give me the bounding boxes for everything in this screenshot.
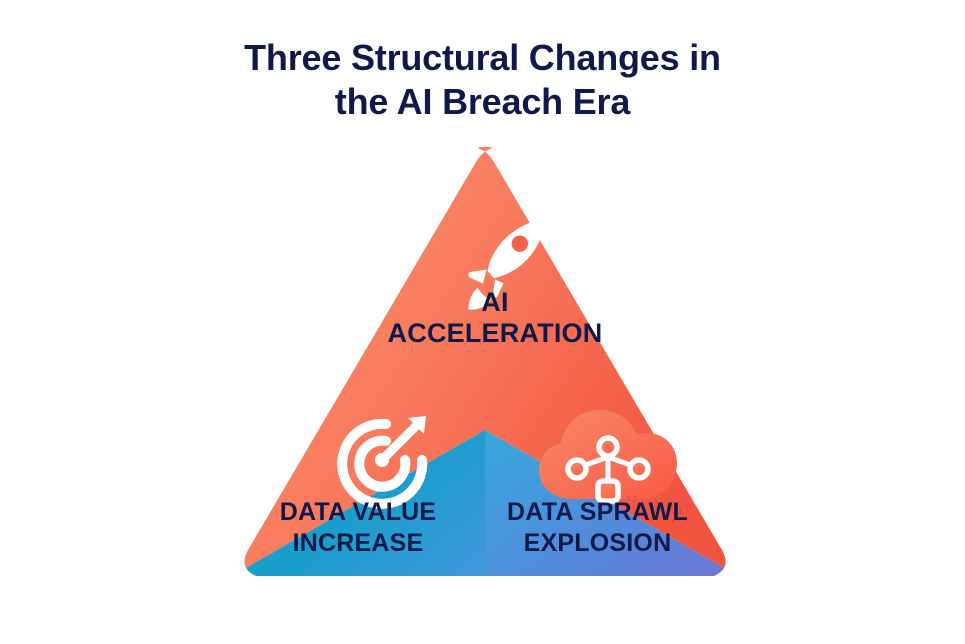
page-title-line-2: the AI Breach Era (334, 81, 631, 122)
cloud-network-icon (539, 410, 677, 504)
triangle-diagram (238, 143, 732, 580)
page-title-line-1: Three Structural Changes in (244, 37, 721, 78)
rocket-icon (468, 221, 545, 310)
target-icon (337, 416, 428, 509)
page-title: Three Structural Changes in the AI Breac… (0, 36, 965, 124)
